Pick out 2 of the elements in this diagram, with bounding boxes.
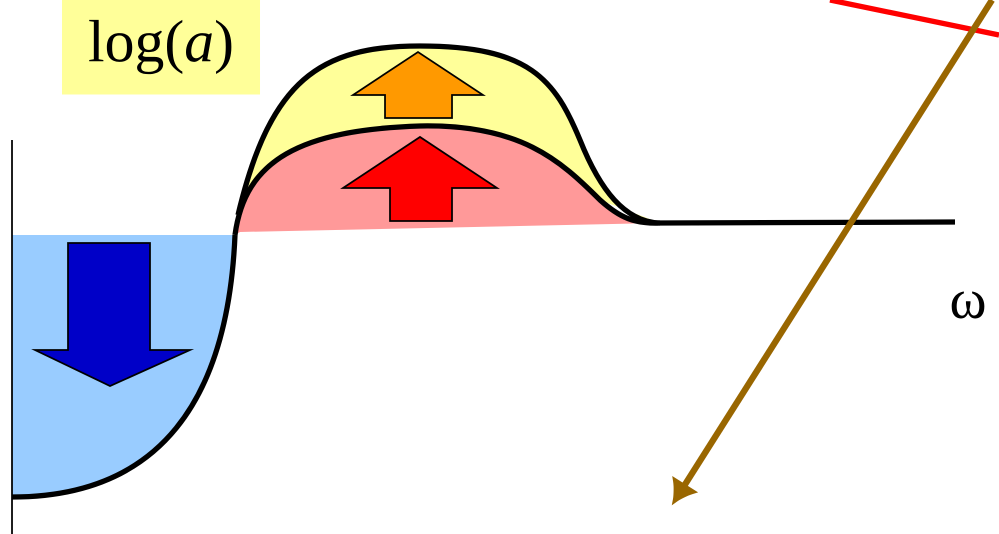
label-box: log(a) [62, 0, 260, 94]
axis-label: ω [952, 292, 984, 318]
